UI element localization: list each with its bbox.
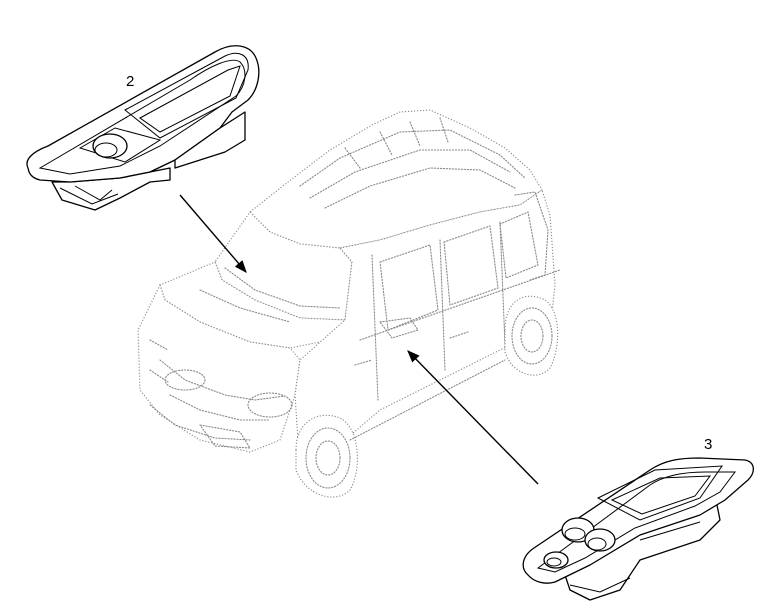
- window-switch-part-2: [26, 45, 260, 211]
- callout-label-2: 2: [126, 73, 134, 90]
- callout-label-3: 3: [704, 436, 712, 453]
- vehicle-illustration: [137, 109, 561, 498]
- leader-arrow-part-2: [179, 194, 247, 273]
- window-switch-part-3: [522, 457, 754, 601]
- leader-arrow-part-3: [407, 350, 539, 485]
